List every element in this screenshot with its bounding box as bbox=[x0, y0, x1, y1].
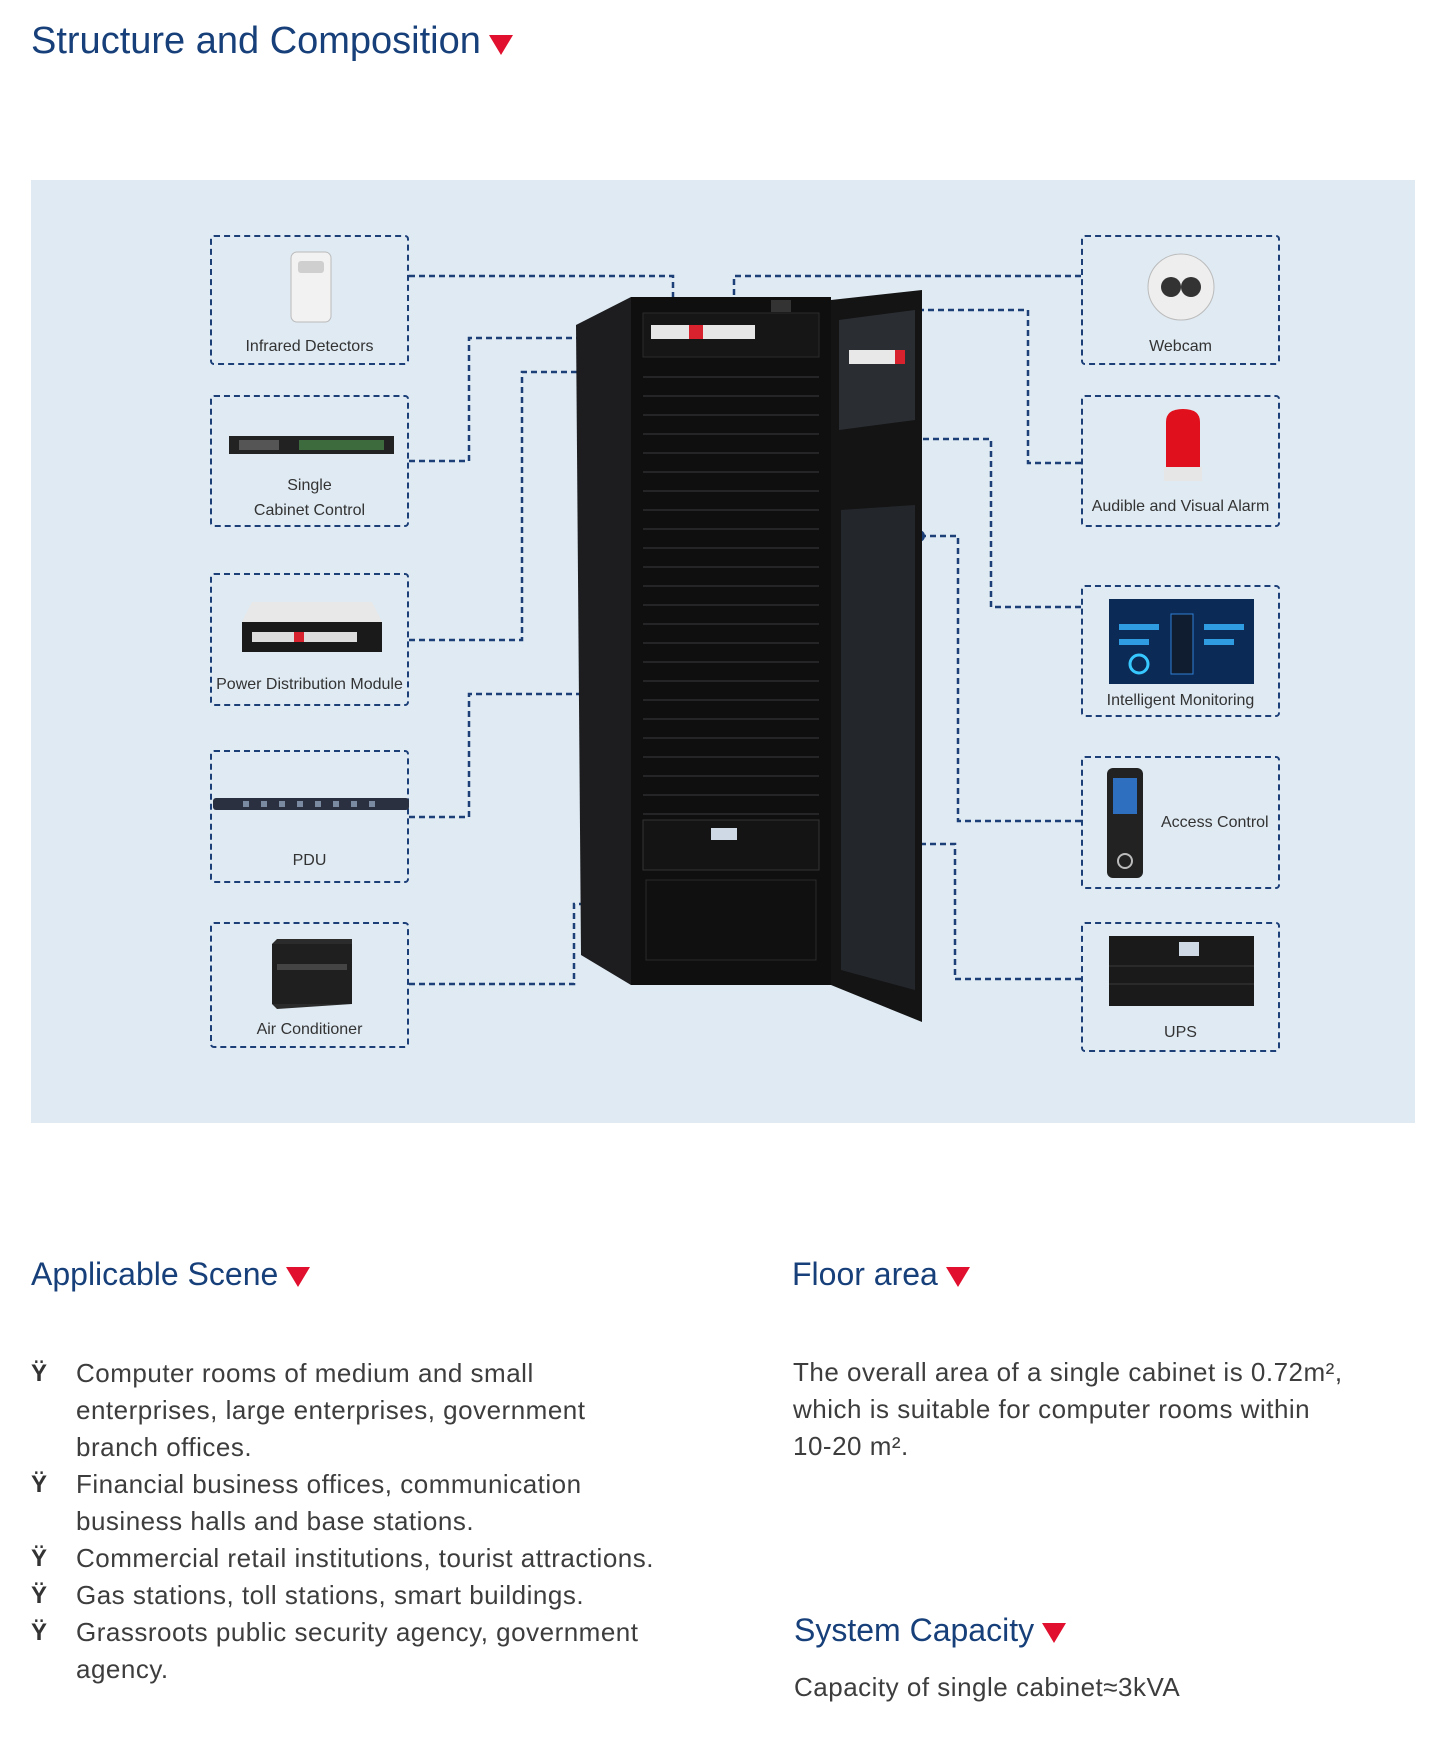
scene-heading-text: Applicable Scene bbox=[31, 1256, 279, 1292]
card-audible-visual-alarm: Audible and Visual Alarm bbox=[1081, 395, 1280, 527]
label-pdm: Power Distribution Module bbox=[216, 676, 403, 693]
bullet-icon: Ÿ bbox=[31, 1471, 48, 1498]
floor-description: The overall area of a single cabinet is … bbox=[793, 1354, 1423, 1465]
card-intelligent-monitoring: Intelligent Monitoring bbox=[1081, 585, 1280, 717]
label-webcam: Webcam bbox=[1149, 338, 1212, 355]
list-item: Ÿ Commercial retail institutions, touris… bbox=[31, 1540, 751, 1577]
card-infrared-detectors: Infrared Detectors bbox=[210, 235, 409, 365]
connector-access bbox=[919, 534, 1081, 823]
card-webcam: Webcam bbox=[1081, 235, 1280, 365]
webcam-icon bbox=[1147, 253, 1215, 321]
connector-infrared bbox=[409, 274, 675, 307]
scene-4-line1: Gas stations, toll stations, smart build… bbox=[76, 1580, 585, 1610]
structure-heading: Structure and Composition bbox=[31, 20, 513, 63]
power-module-icon bbox=[242, 602, 382, 652]
card-ups: UPS bbox=[1081, 922, 1280, 1052]
floor-line1: The overall area of a single cabinet is … bbox=[793, 1357, 1343, 1387]
air-conditioner-icon bbox=[272, 939, 352, 1009]
floor-line2: which is suitable for computer rooms wit… bbox=[793, 1394, 1311, 1424]
card-pdu: PDU bbox=[210, 750, 409, 883]
scene-5-line2: agency. bbox=[76, 1654, 169, 1684]
monitoring-screen-icon bbox=[1109, 599, 1254, 684]
connector-monitoring bbox=[864, 437, 1081, 609]
down-triangle-icon bbox=[945, 1267, 970, 1287]
cabinet-illustration bbox=[576, 290, 922, 1022]
scene-3-line1: Commercial retail institutions, tourist … bbox=[76, 1543, 654, 1573]
ups-unit-icon bbox=[1109, 936, 1254, 1006]
label-monitoring: Intelligent Monitoring bbox=[1106, 692, 1255, 709]
label-air: Air Conditioner bbox=[256, 1021, 363, 1038]
connector-single-cabinet bbox=[409, 336, 603, 463]
bullet-icon: Ÿ bbox=[31, 1582, 48, 1609]
capacity-description: Capacity of single cabinet≈3kVA bbox=[794, 1672, 1181, 1702]
pdu-strip-icon bbox=[213, 798, 409, 810]
label-single-cabinet-1: Single bbox=[287, 477, 332, 494]
card-air-conditioner: Air Conditioner bbox=[210, 922, 409, 1048]
capacity-heading-text: System Capacity bbox=[794, 1612, 1035, 1648]
label-ups: UPS bbox=[1164, 1024, 1197, 1041]
down-triangle-icon bbox=[488, 35, 513, 55]
connector-lines bbox=[409, 274, 1081, 1022]
card-power-distribution-module: Power Distribution Module bbox=[210, 573, 409, 706]
down-triangle-icon bbox=[1042, 1623, 1067, 1643]
connector-pdu bbox=[409, 692, 587, 819]
scene-1-line1: Computer rooms of medium and small bbox=[76, 1358, 534, 1388]
access-keypad-icon bbox=[1107, 768, 1143, 878]
card-access-control: Access Control bbox=[1081, 756, 1280, 889]
label-access: Access Control bbox=[1161, 814, 1269, 831]
controller-unit-icon bbox=[229, 436, 394, 454]
list-item: Ÿ Grassroots public security agency, gov… bbox=[31, 1614, 751, 1688]
scene-5-line1: Grassroots public security agency, gover… bbox=[76, 1617, 639, 1647]
connector-webcam bbox=[732, 274, 1081, 307]
down-triangle-icon bbox=[286, 1267, 311, 1287]
bullet-icon: Ÿ bbox=[31, 1545, 48, 1572]
list-item: Ÿ Financial business offices, communicat… bbox=[31, 1466, 751, 1540]
scene-2-line1: Financial business offices, communicatio… bbox=[76, 1469, 582, 1499]
infrared-detector-icon bbox=[290, 251, 332, 323]
connector-ups bbox=[761, 842, 1081, 981]
list-item: Ÿ Computer rooms of medium and small ent… bbox=[31, 1355, 751, 1466]
floor-heading-text: Floor area bbox=[792, 1256, 938, 1292]
structure-diagram: Infrared Detectors Single Cabinet Contro… bbox=[31, 180, 1415, 1123]
scene-list: Ÿ Computer rooms of medium and small ent… bbox=[31, 1355, 751, 1688]
scene-1-line3: branch offices. bbox=[76, 1432, 253, 1462]
bullet-icon: Ÿ bbox=[31, 1360, 48, 1387]
scene-2-line2: business halls and base stations. bbox=[76, 1506, 475, 1536]
scene-heading: Applicable Scene bbox=[31, 1256, 311, 1293]
label-pdu: PDU bbox=[292, 852, 327, 869]
label-infrared: Infrared Detectors bbox=[245, 338, 374, 355]
label-alarm: Audible and Visual Alarm bbox=[1091, 498, 1270, 515]
label-single-cabinet-2: Cabinet Control bbox=[253, 502, 366, 519]
bullet-icon: Ÿ bbox=[31, 1619, 48, 1646]
capacity-heading: System Capacity bbox=[794, 1612, 1067, 1649]
list-item: Ÿ Gas stations, toll stations, smart bui… bbox=[31, 1577, 751, 1614]
floor-heading: Floor area bbox=[792, 1256, 970, 1293]
card-single-cabinet-control: Single Cabinet Control bbox=[210, 395, 409, 527]
structure-heading-text: Structure and Composition bbox=[31, 20, 481, 62]
alarm-light-icon bbox=[1164, 409, 1202, 481]
floor-line3: 10-20 m². bbox=[793, 1431, 909, 1461]
scene-1-line2: enterprises, large enterprises, governme… bbox=[76, 1395, 586, 1425]
